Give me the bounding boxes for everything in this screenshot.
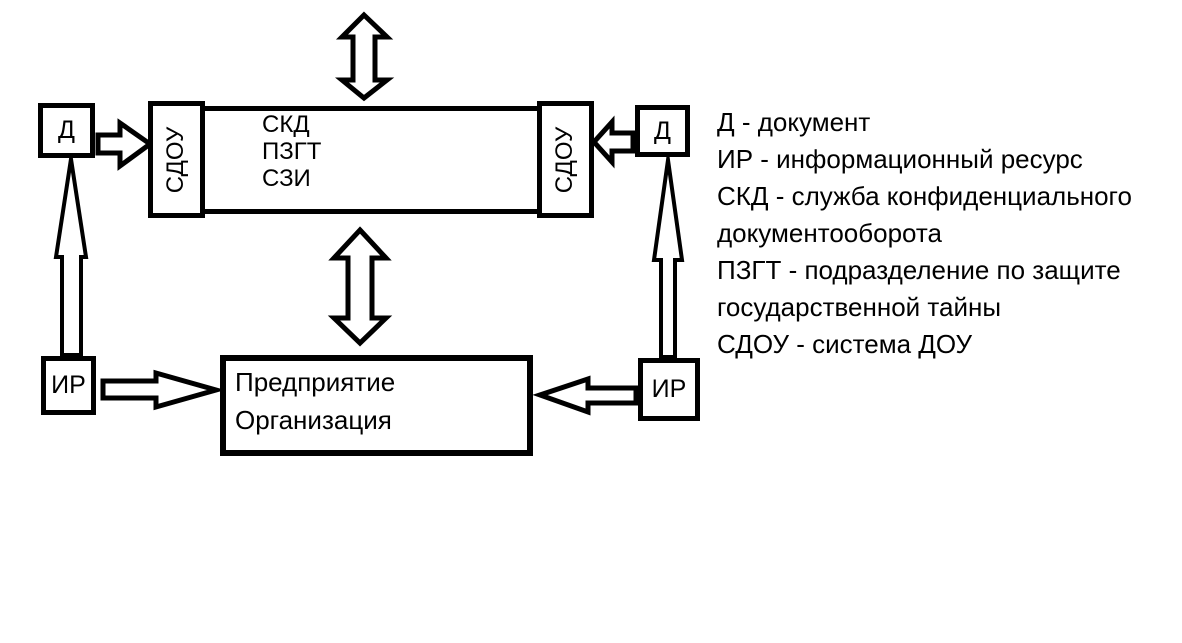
legend-line-pzgt-wrap: государственной тайны xyxy=(717,292,1002,322)
ir-right-to-enterprise-arrow xyxy=(532,375,639,416)
legend-line-ir: ИР - информационный ресурс xyxy=(717,144,1083,174)
enterprise-line-2: Организация xyxy=(235,405,392,435)
doc-left-to-sdou-arrow xyxy=(95,118,155,171)
doc-right-to-sdou-arrow xyxy=(590,115,636,169)
central-to-enterprise-double-arrow xyxy=(327,226,393,347)
top-double-arrow xyxy=(334,11,395,102)
enterprise-box: Предприятие Организация xyxy=(220,355,533,456)
central-unit-line-pzgt: ПЗГТ xyxy=(262,138,322,165)
legend-line-sdou: СДОУ - система ДОУ xyxy=(717,329,973,359)
ir-right-label: ИР xyxy=(651,375,687,403)
legend-line-skd-wrap: документооборота xyxy=(717,218,943,248)
ir-left-label: ИР xyxy=(51,371,86,399)
legend-line-pzgt: ПЗГТ - подразделение по защите xyxy=(717,255,1121,285)
enterprise-text: Предприятие Организация xyxy=(235,363,395,439)
ir-right-to-doc-arrow xyxy=(651,145,685,359)
doc-right-label: Д xyxy=(654,116,671,145)
enterprise-line-1: Предприятие xyxy=(235,367,396,397)
ir-right-box: ИР xyxy=(638,358,700,421)
doc-left-box: Д xyxy=(38,103,95,158)
ir-left-to-doc-arrow xyxy=(53,145,89,357)
central-unit-text: СКД ПЗГТ СЗИ xyxy=(262,111,321,192)
legend: Д - документ ИР - информационный ресурс … xyxy=(717,104,1132,363)
sdou-left-label: СДОУ xyxy=(162,126,190,193)
central-unit-line-szi: СЗИ xyxy=(262,165,311,192)
doc-right-box: Д xyxy=(635,105,690,157)
legend-line-doc: Д - документ xyxy=(717,107,871,137)
ir-left-to-enterprise-arrow xyxy=(100,369,226,411)
ir-left-box: ИР xyxy=(41,356,96,415)
central-unit-line-skd: СКД xyxy=(262,111,310,138)
legend-line-skd: СКД - служба конфиденциального xyxy=(717,181,1132,211)
sdou-right-label: СДОУ xyxy=(551,126,579,193)
sdou-left-box: СДОУ xyxy=(148,101,205,218)
central-unit-box xyxy=(150,106,592,214)
sdou-right-box: СДОУ xyxy=(537,101,594,218)
doc-left-label: Д xyxy=(58,116,75,144)
